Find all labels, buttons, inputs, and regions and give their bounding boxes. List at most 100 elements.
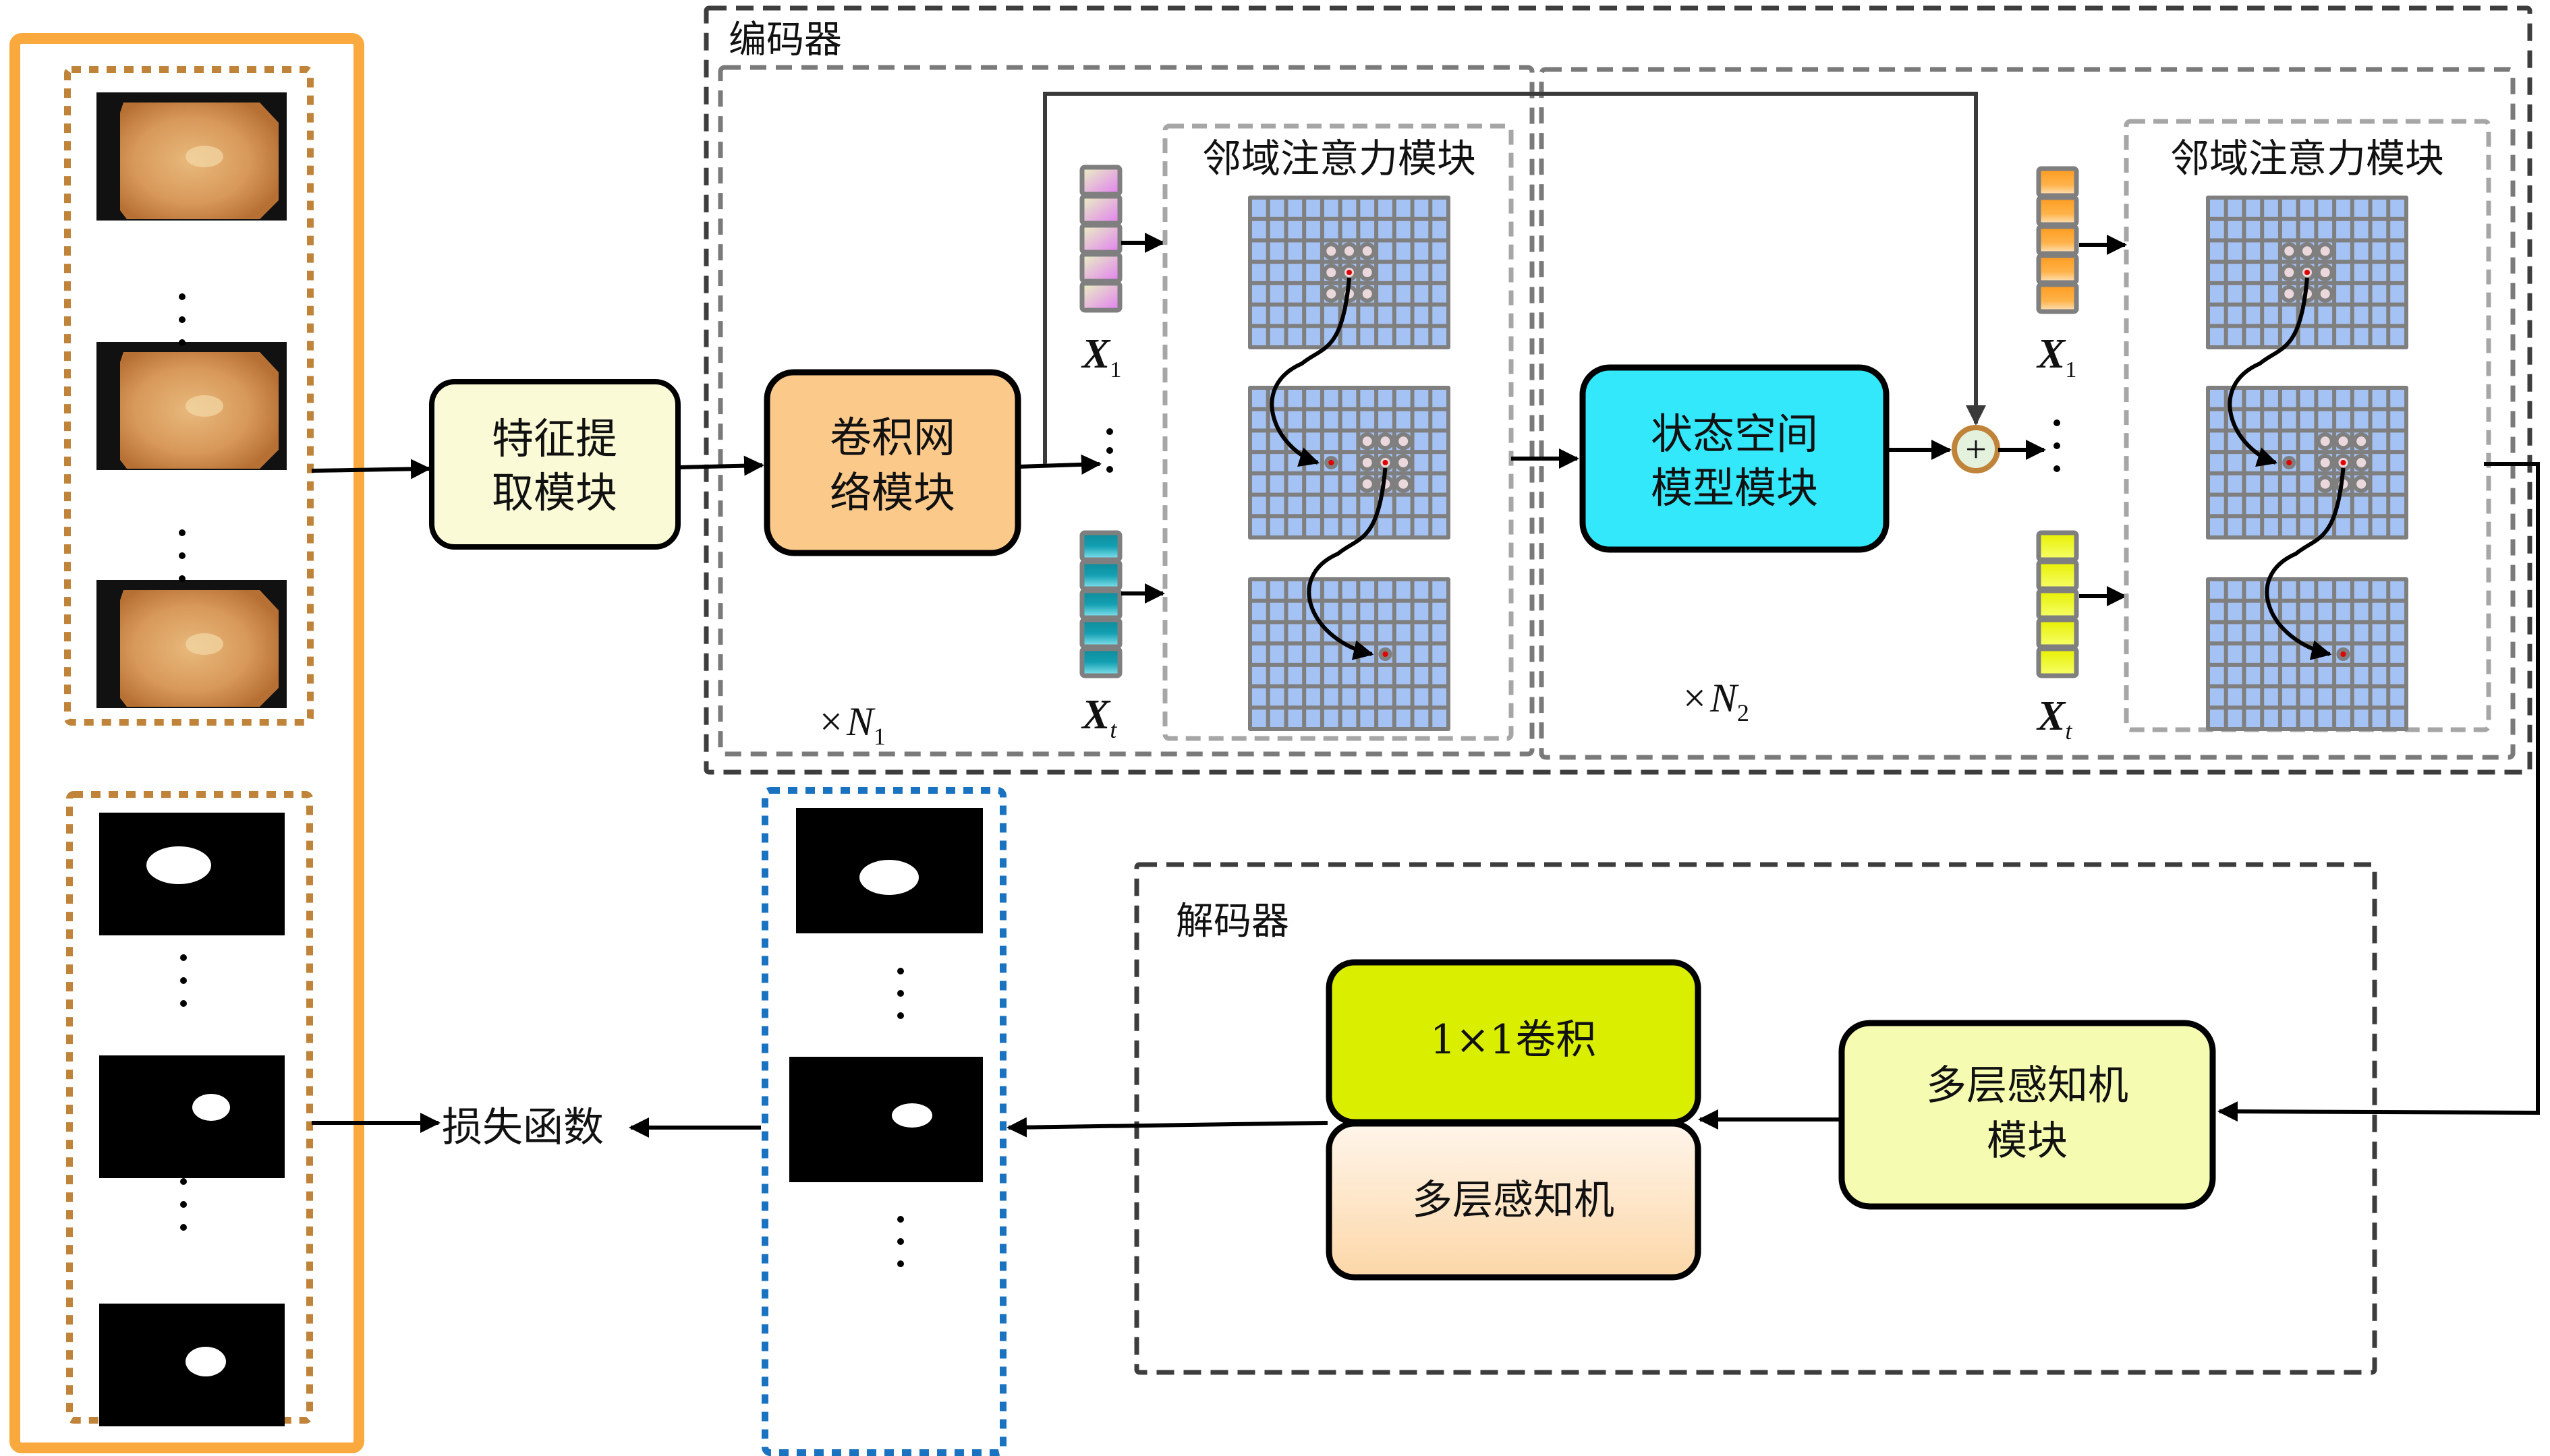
grid-cell (1414, 602, 1429, 620)
conv-network-module[interactable]: 卷积网 络模块 (764, 369, 1021, 556)
grid-cell (2372, 496, 2387, 515)
token-cell (2036, 253, 2079, 285)
conv-label-2: 络模块 (830, 468, 955, 517)
grid-cell (2300, 411, 2315, 429)
encoder-border (704, 5, 2532, 775)
grid-cell (1360, 688, 1375, 706)
grid-cell (2372, 285, 2387, 303)
query-token (1328, 460, 1334, 465)
grid-cell (1270, 709, 1284, 727)
neighbor-token (2280, 264, 2298, 281)
grid-cell (2210, 221, 2224, 239)
grid-cell (2264, 306, 2278, 324)
colonoscopy-frame (96, 342, 287, 470)
grid-cell (2246, 709, 2261, 727)
grid-cell (2228, 200, 2242, 217)
grid-cell (2282, 432, 2296, 450)
grid-cell (1432, 328, 1446, 345)
grid-cell (1378, 306, 1392, 324)
attention-path (1270, 277, 1351, 467)
grid-cell (2318, 688, 2333, 706)
grid-cell (2372, 221, 2387, 239)
grid-cell (1252, 432, 1266, 450)
grid-cell (2264, 328, 2278, 345)
grid-cell (1396, 328, 1411, 345)
state-space-model-module[interactable]: 状态空间 模型模块 (1579, 364, 1890, 553)
grid-cell (1396, 602, 1411, 620)
grid-cell (2372, 264, 2387, 281)
grid-cell (1432, 624, 1446, 642)
grid-cell (1378, 688, 1392, 706)
grid-cell (2228, 432, 2242, 450)
encoder-stage2-border (1539, 67, 2516, 760)
grid-cell (2300, 475, 2315, 493)
token-cell (2036, 588, 2079, 620)
grid-cell (1324, 666, 1338, 685)
token-cell (2036, 195, 2079, 227)
grid-cell (1306, 624, 1320, 642)
grid-cell (1414, 390, 1429, 407)
grid-cell (2354, 242, 2369, 260)
grid-cell (2354, 688, 2369, 706)
grid-cell (2336, 285, 2350, 303)
grid-cell (2336, 390, 2350, 407)
grid-cell (2228, 454, 2242, 471)
grid-cell (1306, 666, 1320, 685)
grid-cell (1270, 624, 1284, 642)
grid-cell (2210, 709, 2224, 727)
grid-cell (1360, 411, 1375, 429)
mlp-block[interactable]: 多层感知机 (1326, 1120, 1701, 1281)
grid-cell (1432, 200, 1446, 217)
grid-cell (1342, 624, 1357, 642)
grid-cell (2210, 496, 2224, 515)
neighbor-token (1322, 264, 1340, 281)
grid-cell (1414, 200, 1429, 217)
grid-cell (1270, 581, 1284, 599)
grid-cell (2228, 709, 2242, 727)
attention-grid (2206, 196, 2408, 349)
grid-cell (2390, 581, 2404, 599)
query-token (1347, 270, 1352, 275)
grid-cell (1396, 624, 1411, 642)
neighbor-token (2316, 264, 2334, 281)
grid-cell (2372, 518, 2387, 535)
token-cell (1079, 223, 1123, 255)
grid-cell (1396, 390, 1411, 407)
query-token (2340, 460, 2346, 465)
neighbor-token (1394, 475, 1413, 493)
conv1x1-block[interactable]: 1×1卷积 (1326, 959, 1701, 1126)
grid-cell (1288, 411, 1303, 429)
grid-cell (2390, 242, 2404, 260)
ellipsis-dot (180, 1224, 187, 1231)
grid-cell (1396, 200, 1411, 217)
grid-cell (1252, 221, 1266, 239)
token-cell (1079, 646, 1123, 678)
grid-cell (2228, 328, 2242, 345)
grid-cell (1288, 390, 1303, 407)
grid-cell (2318, 200, 2333, 217)
token-cell (1079, 559, 1123, 591)
grid-cell (1288, 602, 1303, 620)
token-vector-xt-stage1 (1079, 530, 1123, 678)
grid-cell (2282, 518, 2296, 535)
grid-cell (1414, 518, 1429, 535)
grid-cell (1324, 306, 1338, 324)
grid-cell (2318, 666, 2333, 685)
arrow-head-to-predictions (1007, 1117, 1328, 1138)
grid-cell (2210, 666, 2224, 685)
grid-cell (1270, 645, 1284, 663)
grid-cell (1288, 518, 1303, 535)
grid-cell (2228, 264, 2242, 281)
grid-cell (2336, 581, 2350, 599)
encoder-stage1-border (718, 65, 1535, 757)
neighbor-token (2316, 242, 2334, 260)
grid-cell (1342, 581, 1357, 599)
mlp-module[interactable]: 多层感知机 模块 (1838, 1020, 2216, 1210)
grid-cell (2336, 200, 2350, 217)
grid-cell (1324, 200, 1338, 217)
grid-cell (1432, 709, 1446, 727)
grid-cell (1342, 688, 1357, 706)
feature-extraction-module[interactable]: 特征提 取模块 (429, 379, 681, 550)
grid-cell (2336, 242, 2350, 260)
grid-cell (2336, 306, 2350, 324)
